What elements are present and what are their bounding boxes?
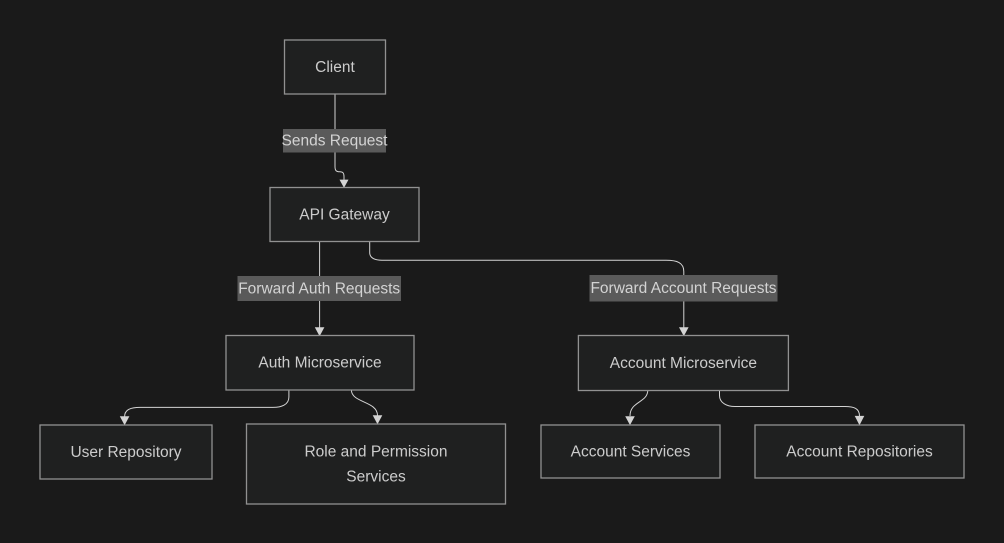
svg-text:User Repository: User Repository [70, 444, 181, 461]
svg-text:Forward Account Requests: Forward Account Requests [590, 280, 776, 297]
svg-text:Auth Microservice: Auth Microservice [258, 355, 381, 372]
svg-text:Services: Services [346, 469, 406, 486]
svg-text:Sends Request: Sends Request [282, 133, 389, 150]
svg-text:Role and Permission: Role and Permission [304, 444, 447, 461]
svg-text:Account Services: Account Services [571, 444, 691, 461]
svg-text:API Gateway: API Gateway [299, 207, 390, 224]
svg-text:Account Microservice: Account Microservice [610, 355, 757, 372]
svg-text:Account Repositories: Account Repositories [786, 444, 933, 461]
svg-text:Forward Auth Requests: Forward Auth Requests [238, 280, 400, 297]
svg-text:Client: Client [315, 59, 355, 76]
